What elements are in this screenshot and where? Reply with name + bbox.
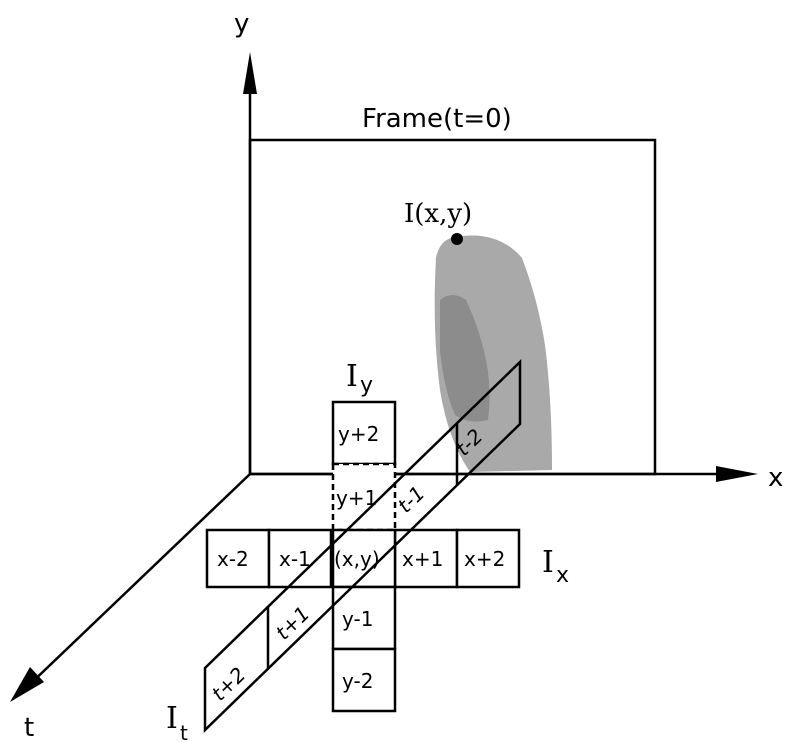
label-ix: I x [542, 545, 569, 588]
label-it-main: I [166, 701, 178, 736]
cell-y-minus-2 [331, 647, 397, 713]
cell-x-plus-2-label: x+2 [464, 547, 505, 571]
label-it: I t [166, 701, 188, 742]
cell-t-plus-2-label: t+2 [207, 662, 251, 705]
label-it-sub: t [180, 721, 188, 742]
cell-x-plus-1-label: x+1 [402, 547, 443, 571]
label-iy: I y [346, 359, 373, 398]
object-dark-region [440, 295, 490, 422]
ix-row: x-2 x-1 x+1 x+2 [205, 528, 521, 589]
t-axis-arrowhead [10, 667, 44, 702]
point-marker [451, 233, 463, 245]
label-iy-main: I [346, 359, 358, 394]
cell-y-plus-2-label: y+2 [338, 422, 379, 446]
t-axis-label: t [24, 713, 34, 742]
it-strip-outline [203, 359, 522, 733]
cell-x-plus-1 [393, 528, 459, 589]
cell-y-minus-2-label: y-2 [342, 669, 373, 693]
x-axis-arrowhead [716, 466, 758, 482]
cell-x-plus-2 [455, 528, 521, 589]
cell-y-minus-1-label: y-1 [342, 607, 373, 631]
cell-t-plus-1-label: t+1 [271, 601, 315, 644]
frame-title: Frame(t=0) [362, 104, 512, 134]
t-axis [25, 473, 251, 689]
cell-y-plus-1 [331, 462, 397, 532]
label-iy-sub: y [360, 373, 373, 398]
cell-x-minus-2-label: x-2 [217, 547, 249, 571]
iy-column: y+2 y+1 (x,y) y-1 y-2 [331, 400, 397, 713]
object-silhouette [434, 235, 552, 472]
point-label: I(x,y) [404, 199, 472, 229]
cell-t-minus-1-label: t-1 [393, 481, 430, 518]
x-axis-label: x [768, 463, 783, 493]
label-ix-sub: x [556, 563, 569, 588]
label-ix-main: I [542, 545, 554, 580]
cell-x-minus-2 [205, 528, 271, 589]
y-axis-arrowhead [243, 52, 257, 94]
cell-x-minus-1 [267, 528, 333, 589]
y-axis-label: y [234, 9, 249, 39]
cell-x-minus-1-label: x-1 [279, 547, 311, 571]
